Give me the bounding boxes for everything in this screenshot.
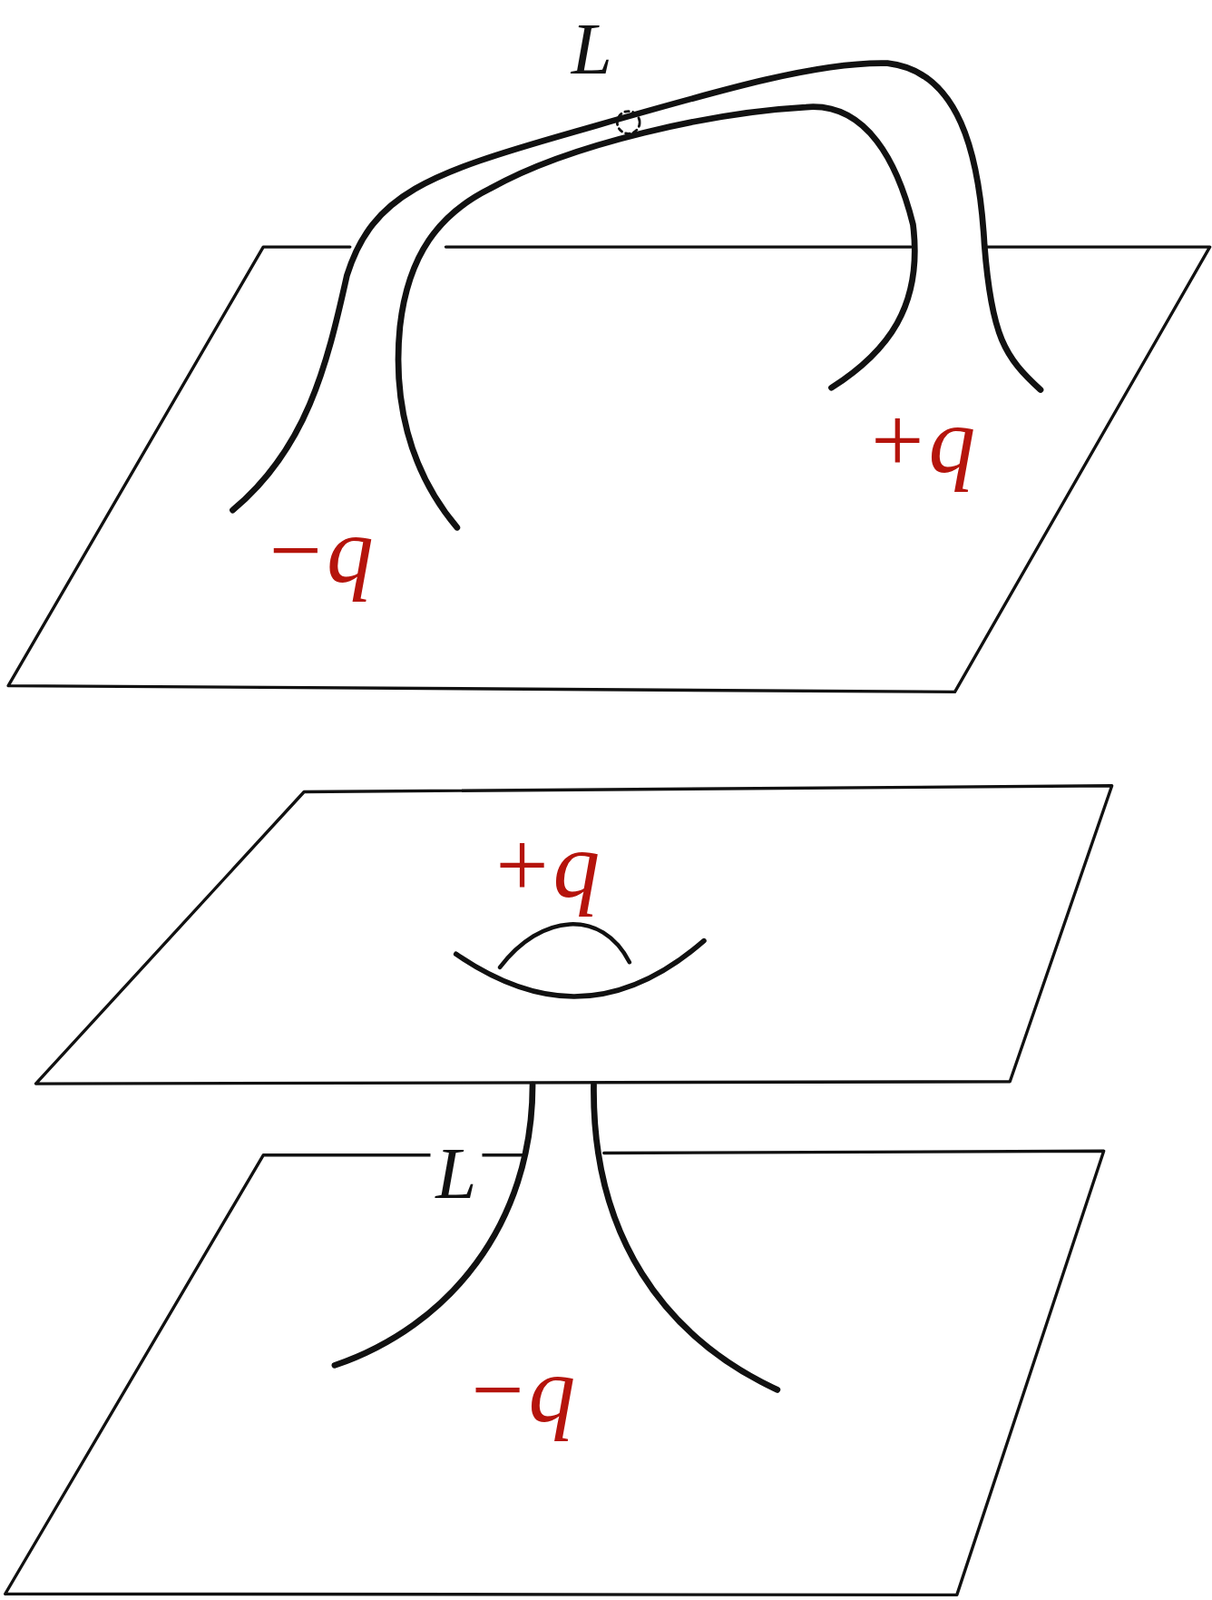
wormhole-handle: [232, 63, 1040, 528]
charge-label: −q: [257, 502, 380, 600]
loop-symbol: [616, 111, 640, 135]
length-label: L: [566, 9, 618, 88]
plane: [8, 246, 1210, 692]
plane: [35, 785, 1112, 1084]
throat-curve: [499, 923, 630, 968]
length-label: L: [430, 1134, 482, 1212]
charge-label: −q: [459, 1340, 582, 1438]
plane: [5, 1150, 1105, 1594]
throat-curve: [456, 940, 704, 997]
charge-label: +q: [484, 816, 606, 914]
charge-label: +q: [860, 391, 982, 489]
